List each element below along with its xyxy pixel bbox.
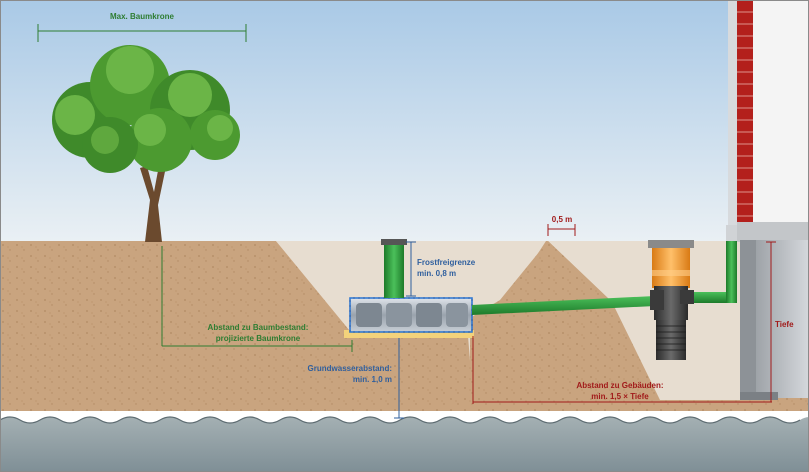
slope-label: 0,5 m xyxy=(552,215,572,224)
inspection-shaft-icon xyxy=(648,240,694,360)
groundwater-label-1: Grundwasserabstand: xyxy=(308,364,392,373)
crown-width-dimension xyxy=(37,24,247,42)
building-distance-label-2: min. 1,5 × Tiefe xyxy=(591,392,649,401)
frost-label-1: Frostfreigrenze xyxy=(417,258,476,267)
inflow-pipe xyxy=(472,225,737,315)
frost-label-2: min. 0,8 m xyxy=(417,269,456,278)
groundwater-label-2: min. 1,0 m xyxy=(353,375,392,384)
building-distance-dimension xyxy=(472,336,772,404)
soil-mound-peak xyxy=(470,241,660,400)
groundwater-line xyxy=(0,416,801,424)
depth-dimension xyxy=(766,241,776,402)
tree-distance-label-1: Abstand zu Baumbestand: xyxy=(208,323,309,332)
building-distance-label-1: Abstand zu Gebäuden: xyxy=(576,381,663,390)
groundwater xyxy=(0,417,809,472)
crown-width-label: Max. Baumkrone xyxy=(110,12,175,21)
tree-distance-dimension xyxy=(161,246,353,352)
building xyxy=(728,0,809,400)
gravel-bed xyxy=(344,330,474,338)
infiltration-block-icon xyxy=(349,297,473,333)
tree-icon xyxy=(52,45,240,242)
vertical-pipe xyxy=(381,239,407,298)
frost-dimension xyxy=(406,241,416,297)
slope-dimension xyxy=(547,224,576,236)
brick-wall-icon xyxy=(737,0,753,222)
tree-distance-label-2: projizierte Baumkrone xyxy=(216,334,301,343)
groundwater-dimension xyxy=(394,338,404,419)
depth-label: Tiefe xyxy=(775,320,794,329)
